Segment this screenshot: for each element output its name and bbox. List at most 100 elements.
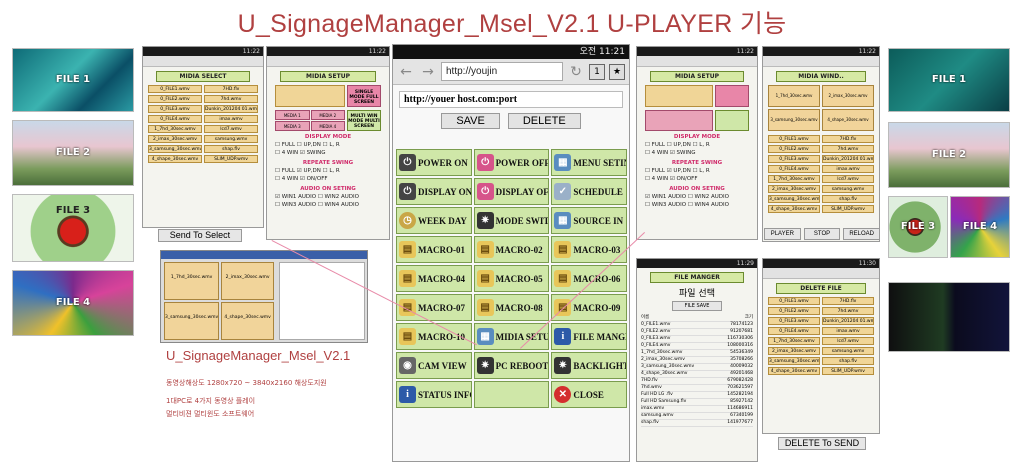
display-on-button[interactable]: ⏻DISPLAY ON <box>396 178 472 205</box>
file-cell[interactable]: Dunkin_201204 01.wmv <box>204 105 258 113</box>
file-cell[interactable]: lcd7.wmv <box>204 125 258 133</box>
url-input[interactable]: http://youjin <box>441 62 563 81</box>
file-cell[interactable]: 2_imax_30sec.wmv <box>768 185 820 193</box>
single-mode-button[interactable]: SINGLE MODE FULL SCREEN <box>347 85 381 107</box>
macro-01-button[interactable]: ▤MACRO-01 <box>396 236 472 263</box>
file-cell[interactable]: Dunkin_201204 01.wmv <box>822 317 874 325</box>
file-cell[interactable]: samsung.wmv <box>204 135 258 143</box>
file-cell[interactable]: 0_FILE2.wmv <box>768 145 820 153</box>
file-cell[interactable]: 7hd.wmv <box>822 145 874 153</box>
macro-07-button[interactable]: ▤MACRO-07 <box>396 294 472 321</box>
save-button[interactable]: SAVE <box>441 113 500 129</box>
file-cell[interactable]: 0_FILE4.wmv <box>768 327 820 335</box>
reload-button[interactable]: RELOAD <box>843 228 881 240</box>
file-cell[interactable]: 7HD.flv <box>204 85 258 93</box>
file-cell[interactable]: 4_shape_30sec.wmv <box>768 367 820 375</box>
source-in-button[interactable]: ▦SOURCE IN <box>551 207 627 234</box>
media-cell[interactable]: MEDIA 1 <box>275 110 310 120</box>
close-button[interactable]: ✕CLOSE <box>551 381 627 408</box>
file-cell[interactable]: Dunkin_201204 01.wmv <box>822 155 874 163</box>
delete-button[interactable]: DELETE <box>507 113 581 129</box>
player-button[interactable]: PLAYER <box>764 228 801 240</box>
menu-seting-button[interactable]: ▦MENU SETING <box>551 149 627 176</box>
file-cell[interactable]: 3_samsung_30sec.wmv <box>768 357 820 365</box>
repeat-options-2[interactable]: ☐ 4 WIN ☑ ON/OFF <box>645 176 698 182</box>
file-cell[interactable]: SLIM_UDP.wmv <box>822 205 874 213</box>
pc-reboot-button[interactable]: ✷PC REBOOT <box>473 352 550 379</box>
file-save-button[interactable]: FILE SAVE <box>672 301 722 311</box>
file-cell[interactable]: 2_imax_30sec.wmv <box>148 135 202 143</box>
file-cell[interactable]: 1_7hd_30sec.wmv <box>768 175 820 183</box>
file-cell[interactable]: samsung.wmv <box>822 185 874 193</box>
backlight-button[interactable]: ✷BACKLIGHT <box>551 352 627 379</box>
file-cell[interactable]: 0_FILE1.wmv <box>768 135 820 143</box>
mode-switch-button[interactable]: ✷MODE SWITCH <box>473 207 550 234</box>
file-cell[interactable]: imax.wmv <box>204 115 258 123</box>
window-cell[interactable]: 4_shape_30sec.wmv <box>822 109 874 131</box>
file-cell[interactable]: 7hd.wmv <box>822 307 874 315</box>
file-cell[interactable]: 7hd.wmv <box>204 95 258 103</box>
file-cell[interactable]: 1_7hd_30sec.wmv <box>768 337 820 345</box>
stop-button[interactable]: STOP <box>803 228 841 240</box>
display-mode-options[interactable]: ☐ FULL ☐ UP,DN ☐ L, R <box>645 142 710 148</box>
multi-mode-button[interactable] <box>715 110 749 131</box>
display-mode-options-2[interactable]: ☐ 4 WIN ☑ SWING <box>275 150 326 156</box>
back-arrow-icon[interactable]: ← <box>400 63 412 80</box>
media-cell[interactable]: MEDIA 3 <box>275 121 310 131</box>
repeat-options-2[interactable]: ☐ 4 WIN ☑ ON/OFF <box>275 176 328 182</box>
host-input[interactable]: http://youer host.com:port <box>399 91 623 108</box>
file-cell[interactable]: 0_FILE4.wmv <box>768 165 820 173</box>
midia-setup-button[interactable]: ▦MIDIA SETUP <box>473 323 550 350</box>
power-off-button[interactable]: ⏻POWER OFF <box>473 149 550 176</box>
file-cell[interactable]: shap.flv <box>204 145 258 153</box>
window-cell[interactable]: 1_7hd_30sec.wmv <box>768 85 820 107</box>
media-cell[interactable]: MEDIA 4 <box>310 121 345 131</box>
file-cell[interactable]: samsung.wmv <box>822 347 874 355</box>
file-cell[interactable]: 0_FILE3.wmv <box>768 155 820 163</box>
url-bar[interactable] <box>143 56 263 67</box>
file-cell[interactable]: shap.flv <box>822 357 874 365</box>
file-cell[interactable]: 2_imax_30sec.wmv <box>768 347 820 355</box>
macro-05-button[interactable]: ▤MACRO-05 <box>473 265 550 292</box>
file-cell[interactable]: 0_FILE2.wmv <box>148 95 202 103</box>
file-cell[interactable]: 3_samsung_30sec.wmv <box>768 195 820 203</box>
media-grid[interactable] <box>645 110 713 131</box>
media-cell[interactable]: MEDIA 2 <box>310 110 345 120</box>
schedule-button[interactable]: ✓SCHEDULE <box>551 178 627 205</box>
file-cell[interactable]: 3_samsung_30sec.wmv <box>148 145 202 153</box>
file-cell[interactable]: 4_shape_30sec.wmv <box>768 205 820 213</box>
file-cell[interactable]: 0_FILE3.wmv <box>768 317 820 325</box>
display-off-button[interactable]: ⏻DISPLAY OFF <box>473 178 550 205</box>
file-cell[interactable]: SLIM_UDP.wmv <box>822 367 874 375</box>
file-cell[interactable]: imax.wmv <box>822 165 874 173</box>
repeat-options[interactable]: ☐ FULL ☑ UP,DN ☐ L, R <box>275 168 340 174</box>
macro-06-button[interactable]: ▤MACRO-06 <box>551 265 627 292</box>
window-cell[interactable]: 2_imax_30sec.wmv <box>822 85 874 107</box>
audio-options[interactable]: ☑ WIN1 AUDIO ☐ WIN2 AUDIO <box>645 194 729 200</box>
bookmark-icon[interactable]: ★ <box>609 63 625 80</box>
refresh-icon[interactable]: ↻ <box>570 63 582 80</box>
url-bar[interactable] <box>267 56 389 67</box>
audio-options-2[interactable]: ☐ WIN3 AUDIO ☐ WIN4 AUDIO <box>275 202 359 208</box>
window-cell[interactable]: 3_samsung_30sec.wmv <box>768 109 820 131</box>
tabs-icon[interactable]: 1 <box>589 63 605 80</box>
file-cell[interactable]: 0_FILE1.wmv <box>148 85 202 93</box>
file-cell[interactable]: 0_FILE1.wmv <box>768 297 820 305</box>
file-cell[interactable]: 7HD.flv <box>822 297 874 305</box>
forward-arrow-icon[interactable]: → <box>422 63 434 80</box>
url-bar[interactable] <box>763 56 879 67</box>
power-on-button[interactable]: ⏻POWER ON <box>396 149 472 176</box>
